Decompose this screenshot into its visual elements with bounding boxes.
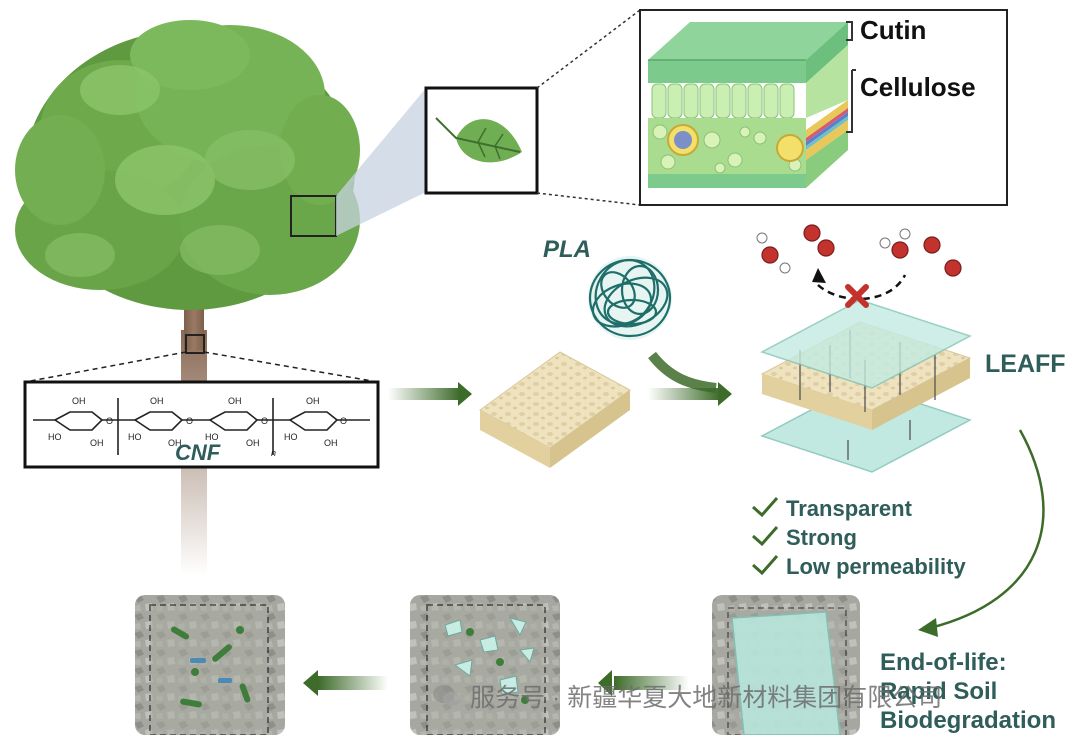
soil-sample-icon-1 bbox=[135, 595, 285, 735]
property-strong-label: Strong bbox=[786, 525, 857, 550]
leaf-cross-section-icon bbox=[639, 9, 1008, 206]
arrow-soil-middle-to-left bbox=[303, 670, 388, 696]
svg-text:HO: HO bbox=[48, 432, 62, 442]
end-of-life-line2: Rapid Soil bbox=[880, 678, 998, 705]
arrow-pla-to-leaff bbox=[648, 351, 717, 393]
svg-text:OH: OH bbox=[228, 396, 242, 406]
leaff-label: LEAFF bbox=[985, 350, 1066, 378]
soil-sample-icon-3 bbox=[712, 595, 860, 735]
cutin-label: Cutin bbox=[860, 15, 927, 45]
leaff-film-in-soil bbox=[731, 611, 841, 735]
cellulose-label: Cellulose bbox=[860, 72, 976, 102]
check-icon-list bbox=[752, 497, 779, 576]
blocked-path bbox=[817, 274, 907, 301]
trunk-zoom-box bbox=[185, 334, 205, 354]
watermark: 服务号 · 新疆华夏大地新材料集团有限公司 bbox=[432, 678, 942, 714]
svg-text:OH: OH bbox=[150, 396, 164, 406]
end-of-life-line1: End-of-life: bbox=[880, 649, 1007, 676]
tree-canopy bbox=[15, 20, 360, 310]
water-molecule-icon-2 bbox=[879, 228, 911, 259]
cnf-label: CNF bbox=[175, 440, 221, 465]
svg-text:OH: OH bbox=[72, 396, 86, 406]
polymer-subscript: n bbox=[271, 448, 277, 458]
property-strong: Strong bbox=[752, 525, 857, 551]
svg-text:O: O bbox=[106, 416, 113, 426]
property-low-permeability-label: Low permeability bbox=[786, 554, 966, 579]
svg-text:OH: OH bbox=[324, 438, 338, 448]
svg-text:O: O bbox=[186, 416, 193, 426]
svg-text:OH: OH bbox=[306, 396, 320, 406]
water-molecule-icon bbox=[756, 232, 791, 274]
pla-label: PLA bbox=[543, 236, 591, 263]
svg-text:HO: HO bbox=[128, 432, 142, 442]
svg-text:OH: OH bbox=[90, 438, 104, 448]
soil-sample-icon-2 bbox=[410, 595, 560, 735]
svg-text:HO: HO bbox=[284, 432, 298, 442]
property-transparent: Transparent bbox=[752, 496, 912, 522]
svg-text:OH: OH bbox=[246, 438, 260, 448]
arrow-cnf-to-foam bbox=[388, 382, 472, 406]
oxygen-molecule-icon bbox=[803, 224, 835, 257]
wechat-icon bbox=[433, 685, 461, 706]
end-of-life-label: End-of-life: Rapid Soil Biodegradation bbox=[880, 648, 1056, 735]
arrow-leaff-to-soil bbox=[918, 429, 1045, 637]
svg-text:O: O bbox=[261, 416, 268, 426]
watermark-text: 服务号 · 新疆华夏大地新材料集团有限公司 bbox=[470, 684, 943, 712]
cnf-foam-block-icon bbox=[479, 351, 631, 468]
zoom-wedge bbox=[336, 88, 426, 236]
pla-fiber-ball-icon bbox=[588, 256, 672, 340]
arrow-foam-to-leaff bbox=[648, 382, 732, 406]
leaff-laminate-icon bbox=[760, 299, 972, 473]
svg-text:HO: HO bbox=[205, 432, 219, 442]
property-transparent-label: Transparent bbox=[786, 496, 912, 521]
leaf-icon bbox=[435, 117, 522, 163]
arrow-soil-right-to-middle bbox=[598, 670, 689, 696]
property-low-permeability: Low permeability bbox=[752, 554, 966, 580]
oxygen-molecule-icon-2 bbox=[923, 236, 962, 277]
cnf-structure-panel: OH OH OH OH HO HO HO HO OH OH OH OH O O O O bbox=[23, 380, 380, 469]
blocked-cross-icon bbox=[845, 284, 869, 308]
end-of-life-line3: Biodegradation bbox=[880, 707, 1057, 734]
svg-text:OH: OH bbox=[168, 438, 182, 448]
svg-text:O: O bbox=[340, 416, 347, 426]
tree-icon bbox=[15, 20, 360, 575]
leaf-zoom-panel bbox=[424, 86, 539, 195]
